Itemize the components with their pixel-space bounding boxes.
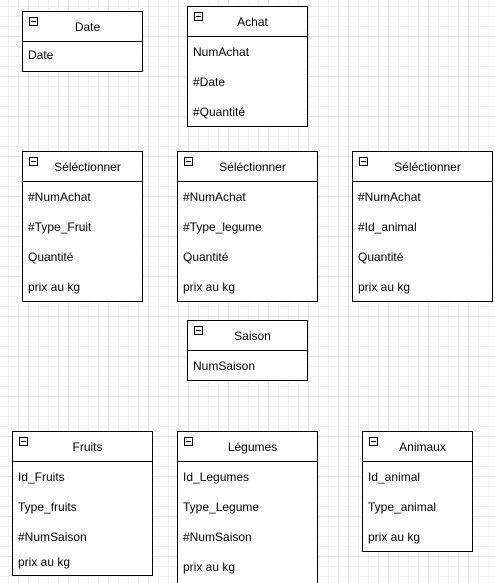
attribute-row: prix au kg (183, 280, 236, 294)
entity-legumes[interactable]: Légumes Id_Legumes Type_Legume #NumSaiso… (177, 431, 318, 583)
entity-title: Séléctionner (54, 159, 121, 174)
entity-title: Saison (234, 328, 271, 343)
collapse-icon[interactable] (194, 326, 203, 335)
entity-header[interactable]: Séléctionner (353, 152, 492, 182)
attribute-row: Id_animal (368, 470, 421, 484)
entity-date[interactable]: Date Date (22, 11, 143, 72)
collapse-icon[interactable] (194, 12, 203, 21)
entity-title: Séléctionner (219, 159, 286, 174)
attribute-row: prix au kg (28, 280, 81, 294)
attribute-row: prix au kg (183, 560, 236, 574)
entity-title: Fruits (72, 439, 103, 454)
entity-header[interactable]: Saison (188, 321, 307, 351)
entity-title: Légumes (227, 439, 278, 454)
collapse-icon[interactable] (184, 437, 193, 446)
attribute-row: Type_animal (368, 500, 437, 514)
attribute-row: Id_Legumes (183, 470, 250, 484)
attribute-row: Quantité (28, 250, 74, 264)
entity-title: Achat (237, 14, 268, 29)
entity-header[interactable]: Fruits (13, 432, 152, 462)
entity-fruits[interactable]: Fruits Id_Fruits Type_fruits #NumSaison … (12, 431, 153, 576)
entity-header[interactable]: Séléctionner (23, 152, 142, 182)
attribute-row: #Id_animal (358, 220, 417, 234)
attribute-row: #NumAchat (358, 190, 421, 204)
attribute-row: prix au kg (358, 280, 411, 294)
attribute-row: NumSaison (193, 359, 256, 373)
entity-title: Séléctionner (394, 159, 461, 174)
attribute-row: #Quantité (193, 105, 246, 119)
collapse-icon[interactable] (369, 437, 378, 446)
collapse-icon[interactable] (29, 17, 38, 26)
attribute-row: #NumSaison (183, 530, 252, 544)
collapse-icon[interactable] (184, 157, 193, 166)
entity-title: Animaux (399, 439, 446, 454)
entity-selectionner-legume[interactable]: Séléctionner #NumAchat #Type_legume Quan… (177, 151, 318, 302)
attribute-row: Quantité (358, 250, 404, 264)
entity-achat[interactable]: Achat NumAchat #Date #Quantité (187, 6, 308, 127)
attribute-row: Quantité (183, 250, 229, 264)
entity-animaux[interactable]: Animaux Id_animal Type_animal prix au kg (362, 431, 473, 552)
attribute-row: prix au kg (18, 555, 71, 569)
attribute-row: Id_Fruits (18, 470, 65, 484)
entity-header[interactable]: Animaux (363, 432, 472, 462)
entity-header[interactable]: Légumes (178, 432, 317, 462)
attribute-row: #Type_legume (183, 220, 262, 234)
entity-header[interactable]: Séléctionner (178, 152, 317, 182)
attribute-row: #NumSaison (18, 530, 87, 544)
attribute-row: Type_fruits (18, 500, 77, 514)
attribute-row: #NumAchat (183, 190, 246, 204)
attribute-row: #NumAchat (28, 190, 91, 204)
entity-selectionner-fruit[interactable]: Séléctionner #NumAchat #Type_Fruit Quant… (22, 151, 143, 302)
attribute-row: Date (28, 48, 54, 62)
entity-saison[interactable]: Saison NumSaison (187, 320, 308, 381)
entity-header[interactable]: Achat (188, 7, 307, 37)
collapse-icon[interactable] (29, 157, 38, 166)
collapse-icon[interactable] (359, 157, 368, 166)
attribute-row: #Date (193, 75, 226, 89)
attribute-row: #Type_Fruit (28, 220, 92, 234)
attribute-row: prix au kg (368, 530, 421, 544)
attribute-row: NumAchat (193, 45, 250, 59)
attribute-row: Type_Legume (183, 500, 260, 514)
collapse-icon[interactable] (19, 437, 28, 446)
entity-selectionner-animal[interactable]: Séléctionner #NumAchat #Id_animal Quanti… (352, 151, 493, 302)
entity-header[interactable]: Date (23, 12, 142, 42)
entity-title: Date (74, 19, 101, 34)
